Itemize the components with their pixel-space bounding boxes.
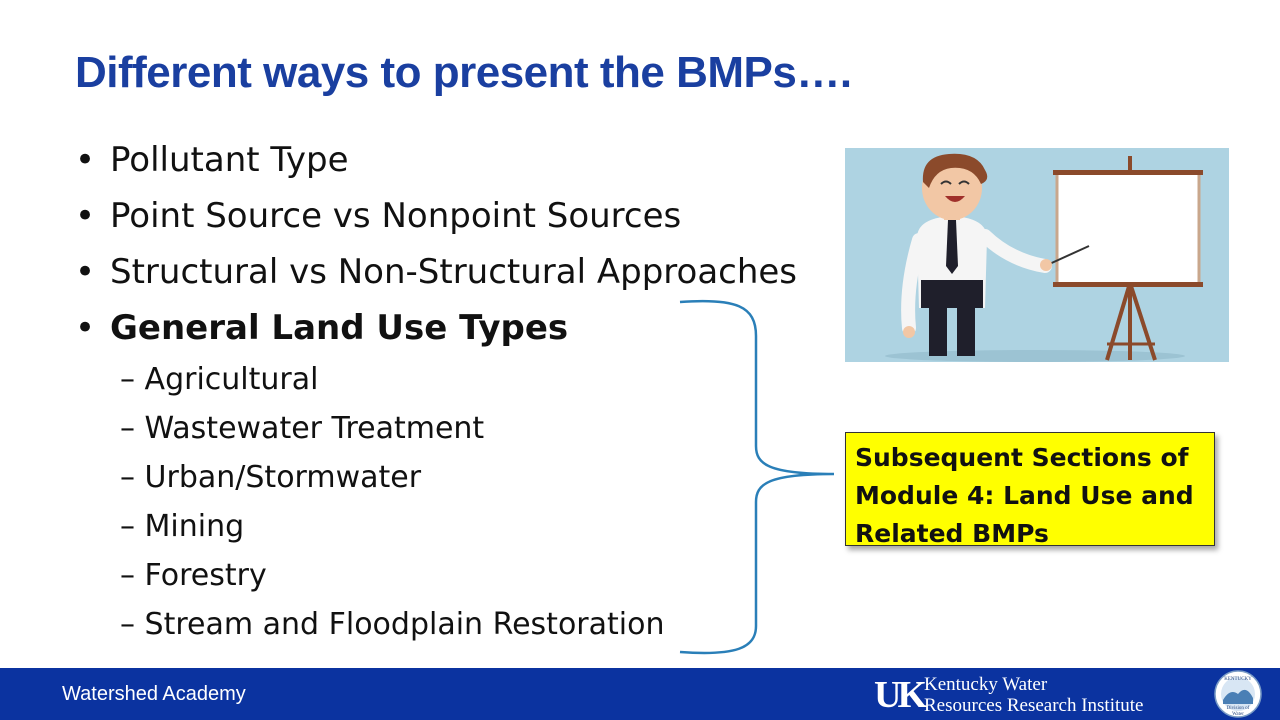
sub-bullet-text: Stream and Floodplain Restoration: [144, 607, 665, 642]
bullet-text: General Land Use Types: [110, 308, 569, 348]
bullet-dot: •: [75, 252, 96, 292]
sub-bullet-dash: –: [120, 558, 135, 593]
seal-text-mid: Division of: [1227, 706, 1250, 711]
sub-bullet-item: – Mining: [120, 509, 244, 544]
sub-bullet-dash: –: [120, 509, 135, 544]
kwrri-line: Resources Research Institute: [924, 695, 1144, 716]
sub-bullet-dash: –: [120, 362, 135, 397]
sub-bullet-dash: –: [120, 411, 135, 446]
seal-text-bottom: Water: [1232, 712, 1244, 717]
slide-title: Different ways to present the BMPs….: [75, 48, 852, 97]
sub-bullet-item: – Urban/Stormwater: [120, 460, 421, 495]
sub-bullet-item: – Agricultural: [120, 362, 318, 397]
callout-line: Related BMPs: [855, 519, 1049, 548]
sub-bullet-item: – Forestry: [120, 558, 267, 593]
bullet-text: Structural vs Non-Structural Approaches: [110, 252, 798, 292]
sub-bullet-dash: –: [120, 607, 135, 642]
division-of-water-seal: KENTUCKY Division of Water: [1214, 670, 1262, 718]
bullet-dot: •: [75, 308, 96, 348]
sub-bullet-text: Mining: [144, 509, 245, 544]
kwrri-line: Kentucky Water: [924, 674, 1048, 695]
sub-bullet-text: Urban/Stormwater: [144, 460, 422, 495]
sub-bullet-item: – Stream and Floodplain Restoration: [120, 607, 664, 642]
sub-bullet-text: Agricultural: [144, 362, 319, 397]
kwrri-logo-text: Kentucky Water Resources Research Instit…: [924, 674, 1143, 716]
seal-text-top: KENTUCKY: [1224, 677, 1252, 682]
presenter-illustration: [845, 148, 1229, 362]
footer-bar: Watershed Academy UK Kentucky Water Reso…: [0, 668, 1280, 720]
curly-brace: [679, 299, 835, 655]
bullet-dot: •: [75, 140, 96, 180]
bullet-dot: •: [75, 196, 96, 236]
sub-bullet-item: – Wastewater Treatment: [120, 411, 484, 446]
callout-line: Subsequent Sections of: [855, 443, 1189, 472]
sub-bullet-text: Wastewater Treatment: [144, 411, 485, 446]
uk-logo: UK: [874, 674, 927, 716]
footer-academy-name: Watershed Academy: [62, 683, 246, 705]
sub-bullet-dash: –: [120, 460, 135, 495]
bullet-text: Pollutant Type: [110, 140, 349, 180]
callout-line: Module 4: Land Use and: [855, 481, 1194, 510]
bullet-text: Point Source vs Nonpoint Sources: [110, 196, 682, 236]
sub-bullet-text: Forestry: [144, 558, 267, 593]
callout-box: Subsequent Sections of Module 4: Land Us…: [845, 432, 1215, 548]
